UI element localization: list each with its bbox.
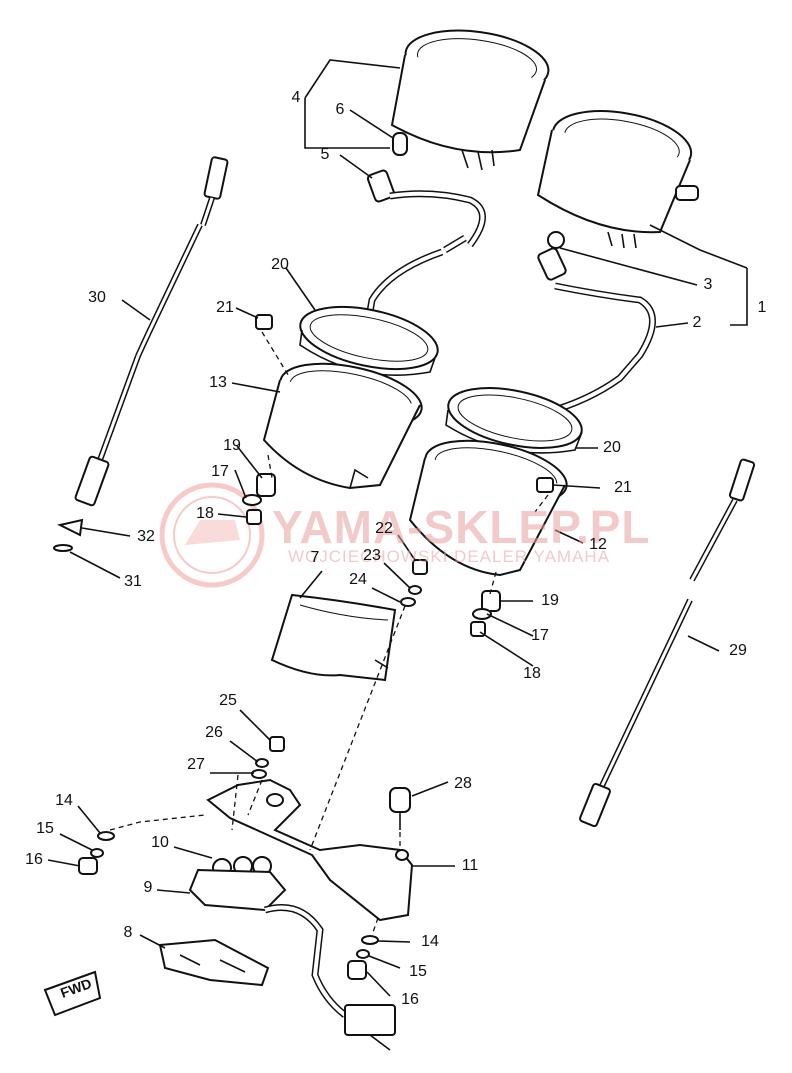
- callout-13: 13: [209, 374, 227, 391]
- callout-16-right: 16: [401, 991, 419, 1008]
- callout-18-left: 18: [196, 505, 214, 522]
- callout-15-left: 15: [36, 820, 54, 837]
- callout-11: 11: [461, 857, 479, 874]
- grommet-washer-nut-right: [470, 590, 501, 637]
- screw-part-21-left: [255, 314, 273, 330]
- speedometer-cable-part-30: [74, 156, 229, 507]
- bezel-ring-part-20-left: [299, 305, 439, 376]
- callout-24: 24: [349, 571, 367, 588]
- bolt-part-28: [389, 787, 411, 830]
- callout-16-left: 16: [25, 851, 43, 868]
- callout-6: 6: [335, 101, 345, 118]
- bulb-part-6: [392, 132, 408, 156]
- screw-washer-parts-25-27: [251, 736, 285, 779]
- clip-parts-31-32: [53, 518, 84, 552]
- callout-32: 32: [137, 528, 155, 545]
- washer-nut-right: [347, 935, 379, 980]
- callout-18-right: 18: [523, 665, 541, 682]
- washer-nut-left: [78, 831, 115, 875]
- callout-19-right: 19: [541, 592, 559, 609]
- callout-14-right: 14: [421, 933, 439, 950]
- callout-15-right: 15: [409, 963, 427, 980]
- watermark-title: YAMA-SKLEP.PL: [272, 501, 651, 553]
- callout-10: 10: [151, 834, 169, 851]
- callout-4: 4: [291, 89, 301, 106]
- callout-19-left: 19: [223, 437, 241, 454]
- callout-26: 26: [205, 724, 223, 741]
- speedometer-part-4: [390, 29, 550, 171]
- callout-20-right: 20: [603, 439, 621, 456]
- meter-case-part-12: [408, 439, 568, 577]
- screw-washer-parts-22-24: [400, 559, 428, 607]
- socket-cord-part-2-3: [537, 231, 656, 416]
- grommet-washer-nut-left: [242, 473, 276, 525]
- callout-21-right: 21: [614, 479, 632, 496]
- callout-1: 1: [757, 299, 767, 316]
- meter-case-part-13: [262, 362, 423, 490]
- callout-17-right: 17: [531, 627, 549, 644]
- tachometer-cable-part-29: [579, 458, 756, 828]
- callout-21-left: 21: [216, 299, 234, 316]
- socket-cord-part-5: [362, 169, 486, 336]
- callout-14-left: 14: [55, 792, 73, 809]
- callout-7: 7: [310, 549, 320, 566]
- callout-23: 23: [363, 547, 381, 564]
- callout-30: 30: [88, 289, 106, 306]
- callout-22: 22: [375, 520, 393, 537]
- leader-lines: [47, 59, 748, 997]
- callout-25: 25: [219, 692, 237, 709]
- forward-arrow-icon: [43, 970, 102, 1017]
- screw-part-21-right: [536, 477, 554, 493]
- callout-29: 29: [729, 642, 747, 659]
- callout-28: 28: [454, 775, 472, 792]
- indicator-housing-part-9: [188, 868, 396, 1051]
- assembly-dashed-lines: [109, 331, 549, 936]
- callout-3: 3: [703, 276, 713, 293]
- yamaha-logo-icon: [159, 482, 265, 588]
- callout-27: 27: [187, 756, 205, 773]
- tachometer-part-1: [536, 110, 699, 249]
- callout-12: 12: [589, 536, 607, 553]
- watermark-subtitle: WOJCIECHOWSKI DEALER YAMAHA: [288, 547, 611, 566]
- cover-part-7: [270, 593, 397, 682]
- callout-20-left: 20: [271, 256, 289, 273]
- indicator-base-part-8: [158, 938, 270, 987]
- callout-9: 9: [143, 879, 153, 896]
- callout-5: 5: [320, 146, 330, 163]
- callout-17-left: 17: [211, 463, 229, 480]
- callout-2: 2: [692, 314, 702, 331]
- callout-31: 31: [124, 573, 142, 590]
- callout-8: 8: [123, 924, 133, 941]
